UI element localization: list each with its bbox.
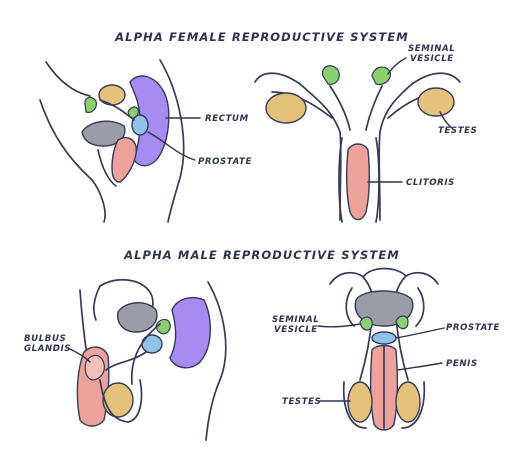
female-testis-shape (98, 84, 126, 106)
male-prostate-label: PROSTATE (446, 323, 500, 333)
penis-label: PENIS (446, 359, 478, 369)
bulbus-glandis-label-line2: GLANDIS (24, 344, 71, 354)
male-sagittal-view: BULBUS GLANDIS (24, 278, 227, 441)
female-frontal-testis-left (265, 92, 307, 124)
male-frontal-view: SEMINAL VESICLE PROSTATE PENIS TESTES (272, 267, 500, 431)
female-sagittal-view: RECTUM PROSTATE (39, 59, 252, 223)
male-thigh-curve (93, 285, 101, 321)
penis-leader-line (397, 362, 443, 371)
female-prostate-shape (131, 114, 149, 136)
male-vas-duct (130, 323, 161, 385)
female-frontal-clitoris-shape (345, 143, 371, 221)
female-frontal-vesicle-right (371, 66, 391, 85)
male-frontal-testis-left (347, 381, 373, 423)
female-testes-label: TESTES (438, 126, 477, 136)
female-frontal-vagina-right (375, 137, 380, 223)
rectum-label: RECTUM (205, 114, 249, 124)
male-scrotum-outline (99, 379, 143, 423)
female-section-title: ALPHA FEMALE REPRODUCTIVE SYSTEM (114, 30, 409, 44)
male-frontal-scrotum (342, 381, 426, 429)
female-frontal-vas-right (365, 85, 383, 131)
female-frontal-vagina-left (338, 137, 343, 223)
male-seminal-label-line1: SEMINAL (272, 315, 319, 325)
male-rectum-shape (169, 296, 211, 369)
female-prostate-label: PROSTATE (198, 157, 252, 167)
female-seminal-vesicle-shape (84, 96, 97, 113)
male-frontal-testis-right (395, 381, 421, 423)
male-frontal-vesicle-left (359, 316, 373, 331)
male-prostate-leader-line (395, 327, 445, 339)
female-testes-leader-line (439, 111, 453, 129)
bulbus-glandis-leader-line (65, 346, 91, 363)
female-frontal-outer-frame (254, 72, 342, 221)
male-bladder-shape (117, 302, 158, 333)
male-testes-label: TESTES (282, 397, 321, 407)
female-back-outline (159, 59, 185, 223)
male-prostate-shape (141, 334, 163, 354)
male-frontal-inner-loop-left (345, 287, 355, 327)
female-frontal-view: SEMINAL VESICLE TESTES CLITORIS (254, 44, 477, 223)
male-testis-shape (102, 382, 134, 418)
male-seminal-label-line2: VESICLE (274, 325, 318, 335)
male-section-title: ALPHA MALE REPRODUCTIVE SYSTEM (123, 248, 400, 262)
male-frontal-prostate-shape (371, 331, 397, 345)
male-frontal-vesicle-right (395, 315, 409, 330)
male-seminal-vesicle-shape (155, 318, 171, 335)
male-frontal-inner-loop-right (415, 287, 425, 327)
female-seminal-leader-line (387, 57, 407, 75)
bulbus-glandis-label-line1: BULBUS (24, 334, 66, 344)
female-internal-duct-2 (97, 149, 117, 187)
female-frontal-testis-right (417, 87, 455, 117)
female-seminal-label-line1: SEMINAL (408, 44, 455, 54)
female-rectum-shape (129, 75, 170, 167)
female-internal-duct (99, 99, 135, 121)
male-seminal-leader-line (317, 323, 361, 328)
female-body-front-outline (39, 99, 106, 223)
male-frontal-top-loop (363, 267, 407, 277)
female-belly-outline (45, 61, 91, 97)
male-urethra-line (105, 351, 147, 371)
female-prostate-leader-line (147, 131, 196, 161)
female-erectile-shape (111, 136, 137, 183)
female-frontal-vas-left (329, 85, 351, 131)
clitoris-label: CLITORIS (406, 178, 455, 188)
female-seminal-label-line2: VESICLE (410, 54, 454, 64)
female-frontal-vesicle-left (321, 65, 340, 85)
male-back-outline (205, 281, 227, 441)
